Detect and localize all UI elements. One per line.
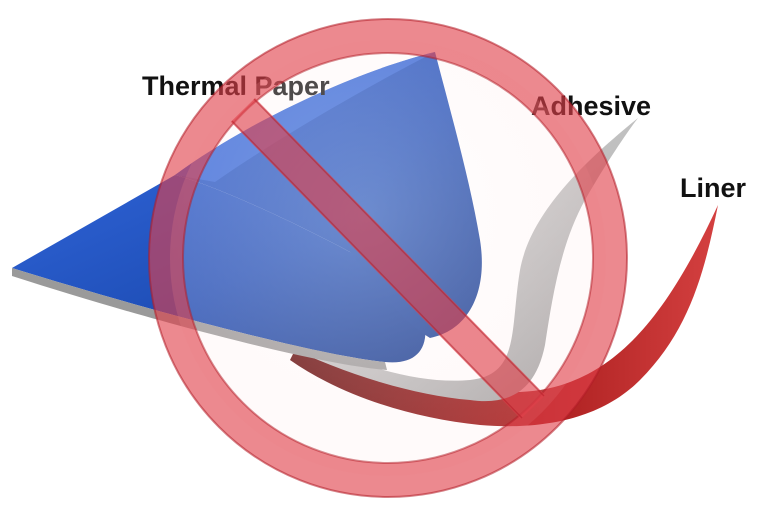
liner-label: Liner (680, 173, 747, 203)
prohibition-sign-icon (149, 19, 627, 497)
